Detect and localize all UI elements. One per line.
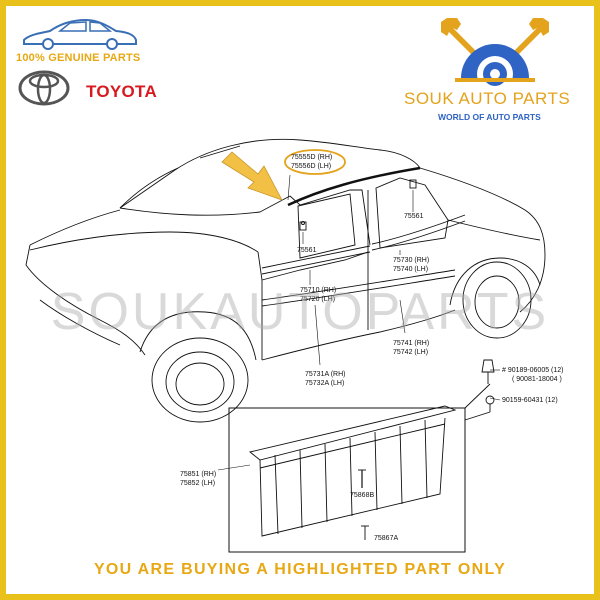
part-label-75555d: 75555D (RH) bbox=[291, 154, 332, 161]
part-label-75561-b: 75561 bbox=[404, 213, 424, 220]
part-label-75561-a: 75561 bbox=[297, 247, 317, 254]
shop-tagline-text: WORLD OF AUTO PARTS bbox=[438, 112, 541, 122]
part-label-90081: ( 90081-18004 ) bbox=[512, 376, 562, 383]
car-silhouette-icon bbox=[23, 18, 137, 50]
toyota-brand-text: TOYOTA bbox=[86, 82, 158, 101]
part-highlight-circle bbox=[284, 149, 346, 175]
car-line-drawing bbox=[25, 138, 546, 423]
part-label-75732a: 75732A (LH) bbox=[305, 380, 344, 387]
wrench-wheel-logo-icon bbox=[441, 18, 549, 86]
part-label-75868b: 75868B bbox=[350, 492, 374, 499]
part-label-75741: 75741 (RH) bbox=[393, 340, 429, 347]
souk-auto-parts-logo: SOUK AUTO PARTS WORLD OF AUTO PARTS bbox=[390, 12, 590, 132]
part-label-90189: # 90189-06005 (12) bbox=[502, 367, 564, 374]
genuine-parts-header: 100% GENUINE PARTS TOYOTA bbox=[14, 12, 204, 122]
part-number-labels: 75555D (RH) 75556D (LH) 75561 75561 7573… bbox=[180, 154, 564, 542]
highlight-arrow-icon bbox=[221, 151, 283, 201]
part-label-75852: 75852 (LH) bbox=[180, 480, 215, 487]
part-label-75730: 75730 (RH) bbox=[393, 257, 429, 264]
rocker-moulding-drawing bbox=[217, 359, 495, 540]
shop-name-text: SOUK AUTO PARTS bbox=[404, 89, 571, 108]
part-label-75867a: 75867A bbox=[374, 535, 398, 542]
toyota-emblem-icon bbox=[18, 70, 70, 106]
part-label-75851: 75851 (RH) bbox=[180, 471, 216, 478]
genuine-parts-text: 100% GENUINE PARTS bbox=[16, 52, 141, 64]
highlighted-part-notice: YOU ARE BUYING A HIGHLIGHTED PART ONLY bbox=[93, 561, 507, 578]
part-label-75742: 75742 (LH) bbox=[393, 349, 428, 356]
part-label-75720: 75720 (LH) bbox=[300, 296, 335, 303]
part-label-75556d: 75556D (LH) bbox=[291, 163, 331, 170]
rocker-moulding-inset bbox=[228, 407, 466, 553]
leader-lines bbox=[287, 174, 501, 401]
part-label-75731a: 75731A (RH) bbox=[305, 371, 345, 378]
part-label-75740: 75740 (LH) bbox=[393, 266, 428, 273]
part-label-90159: 90159-60431 (12) bbox=[502, 397, 558, 404]
part-label-75710: 75710 (RH) bbox=[300, 287, 336, 294]
